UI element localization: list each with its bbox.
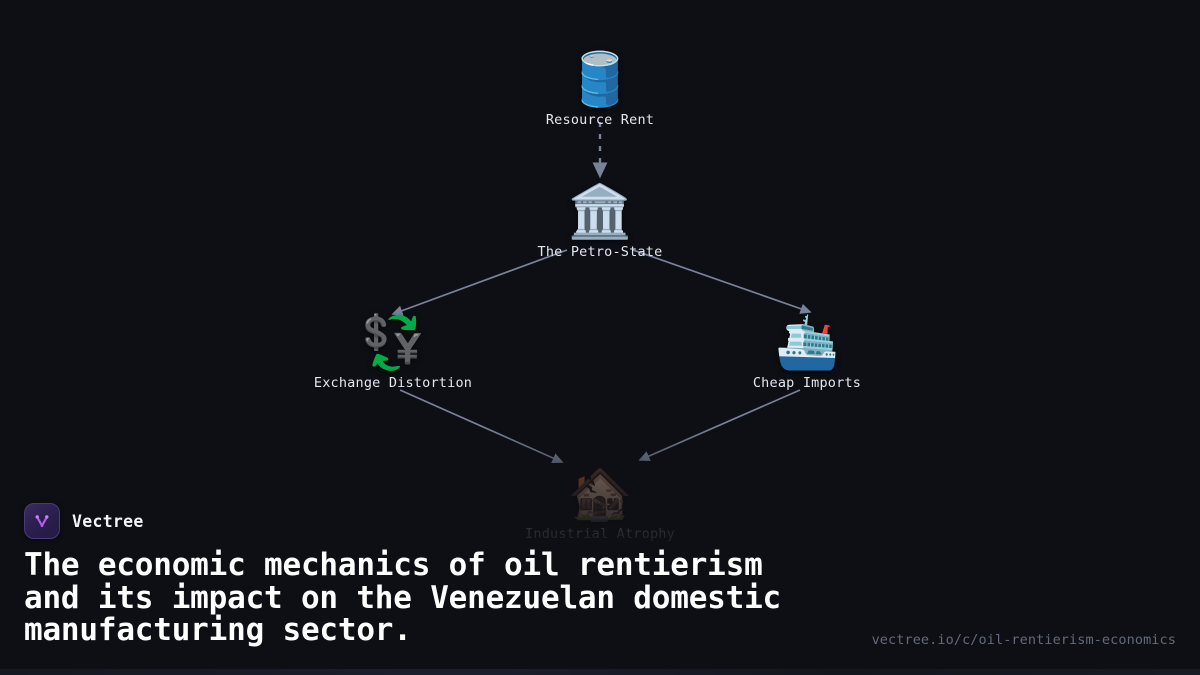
- graph-node-label: Exchange Distortion: [313, 375, 473, 391]
- brand-name: Vectree: [72, 511, 144, 531]
- graph-node-resource-rent[interactable]: 🛢️ Resource Rent: [490, 52, 710, 128]
- graph-node-label: The Petro-State: [537, 244, 663, 260]
- graph-node-label: Cheap Imports: [752, 375, 862, 391]
- edge-petro-state-to-exchange-distortion: [391, 249, 568, 316]
- bottom-accent-stripe: [0, 669, 1200, 675]
- edge-cheap-imports-to-industrial-atrophy: [638, 389, 801, 462]
- brand-and-headline-block: Vectree The economic mechanics of oil re…: [24, 503, 1176, 647]
- passenger-ship-icon: 🛳️: [774, 313, 840, 373]
- graph-node-exchange-distortion[interactable]: 💱 Exchange Distortion: [283, 315, 503, 391]
- edge-exchange-distortion-to-industrial-atrophy: [399, 389, 564, 463]
- currency-exchange-icon: 💱: [360, 313, 426, 373]
- footer-url[interactable]: vectree.io/c/oil-rentierism-economics: [871, 632, 1176, 648]
- page-title: The economic mechanics of oil rentierism…: [24, 547, 800, 649]
- graph-node-label: Resource Rent: [545, 112, 655, 128]
- oil-drum-icon: 🛢️: [567, 50, 633, 110]
- classical-building-icon: 🏛️: [567, 182, 633, 242]
- edge-petro-state-to-cheap-imports: [632, 249, 812, 314]
- brand-row: Vectree: [24, 503, 1176, 540]
- graph-node-petro-state[interactable]: 🏛️ The Petro-State: [490, 184, 710, 260]
- vectree-logo-icon: [24, 503, 60, 540]
- graph-node-cheap-imports[interactable]: 🛳️ Cheap Imports: [697, 315, 917, 391]
